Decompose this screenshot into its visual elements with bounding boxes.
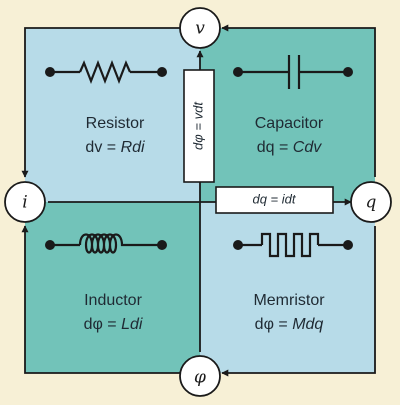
relation-charge-current: dq = idt bbox=[252, 191, 296, 206]
node-phi: φ bbox=[179, 355, 221, 397]
node-q: q bbox=[350, 181, 392, 223]
arrow-phi-to-i bbox=[21, 225, 181, 374]
relation-flux-voltage: dφ = vdt bbox=[190, 101, 205, 150]
memristor-label-group: Memristor dφ = Mdq bbox=[253, 292, 325, 333]
inductor-coil-icon bbox=[45, 233, 167, 254]
relation-charge-current-box: dq = idt bbox=[215, 186, 334, 214]
resistor-equation: dv = Rdi bbox=[85, 139, 145, 156]
node-q-label: q bbox=[366, 193, 377, 213]
node-phi-label: φ bbox=[194, 368, 206, 388]
quadrant-memristor bbox=[200, 202, 375, 373]
quadrant-resistor bbox=[25, 28, 200, 202]
relation-box bbox=[183, 69, 215, 183]
memristor-name: Memristor bbox=[253, 292, 325, 309]
quadrant-capacitor bbox=[200, 28, 375, 202]
inductor-equation: dφ = Ldi bbox=[84, 316, 143, 333]
capacitor-label-group: Capacitor dq = Cdv bbox=[255, 115, 324, 156]
arrow-q-to-phi bbox=[221, 226, 376, 377]
resistor-name: Resistor bbox=[86, 115, 145, 132]
node-v: v bbox=[179, 7, 221, 49]
inductor-label-group: Inductor dφ = Ldi bbox=[84, 292, 143, 333]
inductor-name: Inductor bbox=[84, 292, 142, 309]
node-i-label: i bbox=[22, 193, 27, 213]
resistor-zigzag-icon bbox=[45, 59, 167, 85]
relation-flux-voltage-box: dφ = vdt bbox=[183, 69, 215, 183]
quadrant-inductor bbox=[25, 202, 200, 373]
node-i: i bbox=[4, 181, 46, 223]
node-v-label: v bbox=[195, 19, 205, 39]
capacitor-equation: dq = Cdv bbox=[257, 139, 322, 156]
arrow-v-to-i bbox=[21, 27, 181, 178]
capacitor-name: Capacitor bbox=[255, 115, 324, 132]
memristor-square-wave-icon bbox=[233, 232, 353, 258]
capacitor-plates-icon bbox=[233, 55, 353, 89]
relation-box bbox=[215, 186, 334, 214]
frame-arrows bbox=[21, 24, 376, 377]
arrow-q-to-v bbox=[221, 24, 376, 177]
resistor-label-group: Resistor dv = Rdi bbox=[85, 115, 145, 156]
memristor-equation: dφ = Mdq bbox=[255, 316, 324, 333]
